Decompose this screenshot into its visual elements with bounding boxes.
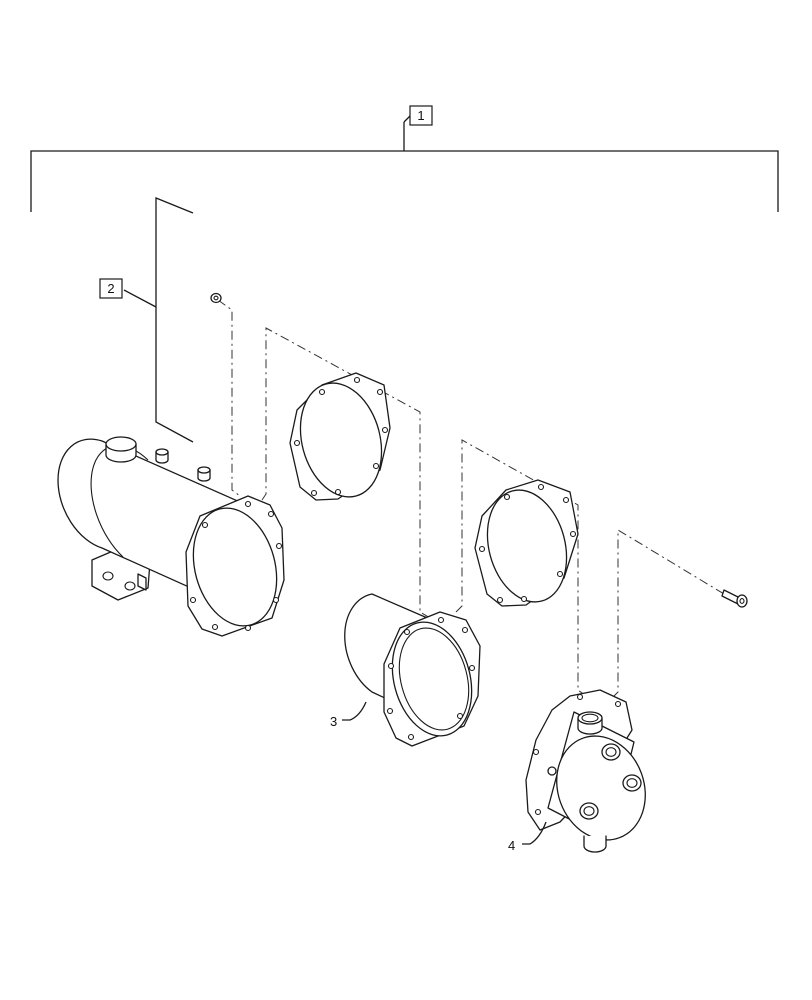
callout-1[interactable]: 1 — [409, 105, 433, 126]
bolt — [721, 589, 748, 608]
outlet-pipe — [344, 593, 481, 747]
end-cap — [525, 689, 646, 853]
callout-3[interactable]: 3 — [330, 714, 337, 729]
alignment-lines — [217, 299, 725, 699]
callout-3-leader — [342, 701, 367, 721]
gasket-lower — [474, 479, 579, 607]
assembly-bracket — [30, 115, 779, 212]
muffler-bracket — [123, 197, 194, 443]
callout-2[interactable]: 2 — [99, 278, 123, 299]
gasket-upper — [289, 372, 391, 501]
callout-4-leader — [522, 821, 547, 845]
callout-1-label: 1 — [417, 108, 424, 123]
callout-4[interactable]: 4 — [508, 838, 515, 853]
callout-2-label: 2 — [107, 281, 114, 296]
nut — [210, 292, 222, 304]
muffler — [57, 436, 285, 637]
